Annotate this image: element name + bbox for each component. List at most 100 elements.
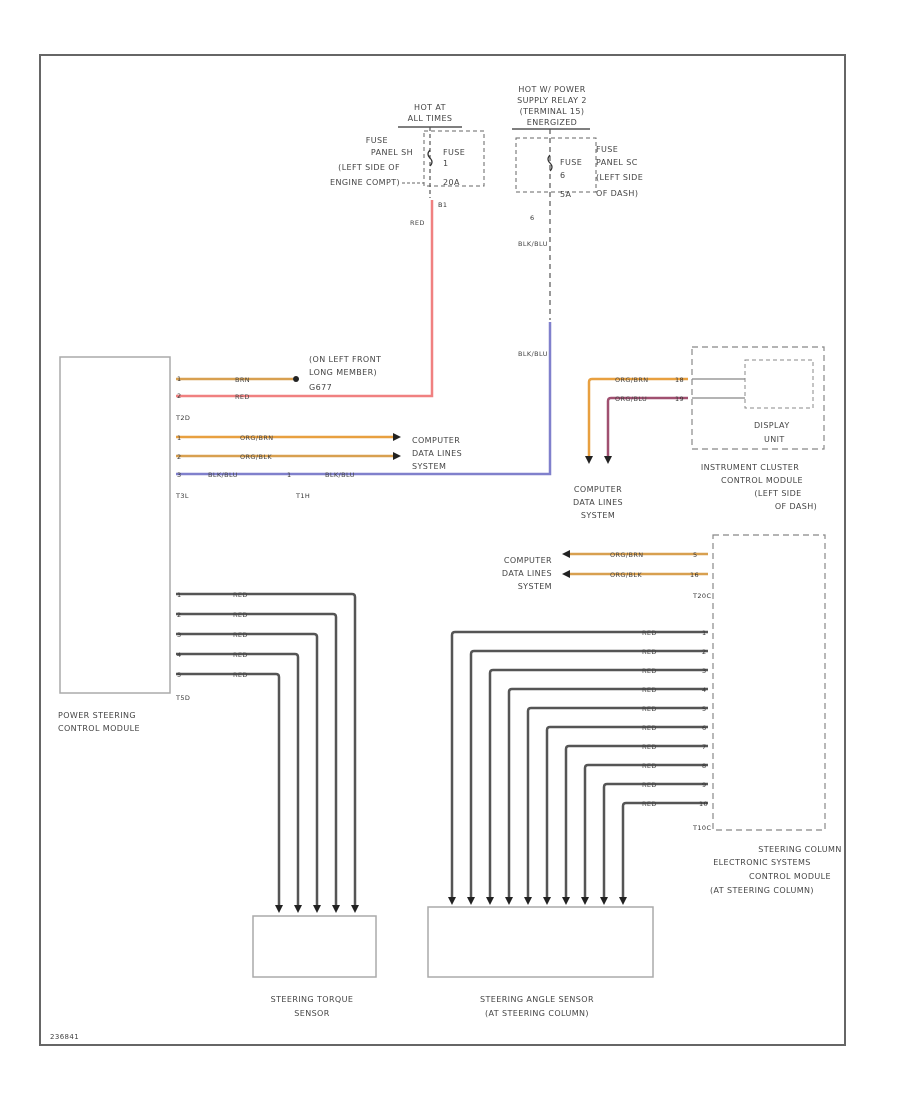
wire-label: RED [233,671,248,679]
wire-red [583,763,708,897]
sensor-name: STEERING ANGLE SENSOR [480,995,594,1004]
fuse-panel-label: ENGINE COMPT) [330,178,400,187]
pin-label: 5 [177,671,182,679]
power-feed-right: HOT W/ POWER SUPPLY RELAY 2 (TERMINAL 15… [512,85,643,358]
wire-color-label: RED [410,219,425,227]
wire-label: RED [642,667,657,675]
module-name: CONTROL MODULE [749,872,831,881]
fuse-symbol [427,149,433,167]
sensor-name: STEERING TORQUE [271,995,354,1004]
wire-label: RED [642,800,657,808]
source-label: ALL TIMES [408,114,453,123]
data-lines-label: COMPUTER [504,556,552,565]
instrument-cluster-control-module: DISPLAY UNIT INSTRUMENT CLUSTER CONTROL … [691,346,825,511]
source-label: HOT AT [414,103,446,112]
arrow [524,897,532,905]
module-name: STEERING COLUMN [758,845,841,854]
connector-label: T10C [692,824,711,832]
t5d-wires [176,592,357,905]
wire-red [450,630,708,897]
torque-sensor-arrows [275,905,359,913]
sensor-box [427,906,654,978]
arrow [562,897,570,905]
wire-label: ORG/BRN [615,376,649,384]
connector-label: T5D [175,694,190,702]
wire-red [176,652,300,905]
arrow [393,433,401,441]
fuse-panel-label: PANEL SH [371,148,413,157]
wire-label: RED [233,651,248,659]
pin-label: 6 [530,214,535,222]
arrow [562,550,570,558]
wire-label: BLK/BLU [518,350,548,358]
arrow [448,897,456,905]
t10-labels: RED RED RED RED RED RED RED RED RED RED … [642,629,708,808]
wire-label: BLK/BLU [325,471,355,479]
ground-label: LONG MEMBER) [309,368,377,377]
arrow [600,897,608,905]
wire-red [176,592,357,905]
wire-label: ORG/BLU [615,395,647,403]
diagram-code: 236841 [50,1033,79,1041]
t2d-wires: 1 2 BRN RED (ON LEFT FRONT LONG MEMBER) … [176,355,381,401]
ground-label: (ON LEFT FRONT [309,355,381,364]
pin-label: 2 [177,611,182,619]
arrow [581,897,589,905]
diagram-frame [39,54,846,1046]
fuse-box [515,137,597,193]
arrow [543,897,551,905]
fuse-panel-label: (LEFT SIDE [596,173,643,182]
splice-label: T1H [295,492,310,500]
arrow [313,905,321,913]
wire-label: RED [233,591,248,599]
data-lines-label: SYSTEM [581,511,615,520]
ground-label: G677 [309,383,332,392]
pin-label: 7 [702,743,707,751]
pin-label: 18 [675,376,684,384]
wire-red [176,200,434,398]
fuse-box [423,130,485,187]
wire-red [602,782,708,897]
wire-label: RED [642,762,657,770]
fuse-panel-label: FUSE [596,145,618,154]
arrow [467,897,475,905]
module-name: (AT STEERING COLUMN) [710,886,814,895]
wire-label: ORG/BLK [610,571,642,579]
pin-label: 5 [702,705,707,713]
arrow [486,897,494,905]
pin-label: 6 [702,724,707,732]
wire-label: ORG/BRN [610,551,644,559]
fuse-label: FUSE [560,158,582,167]
pin-label: 3 [177,631,182,639]
wire-label: BRN [235,376,250,384]
arrow [275,905,283,913]
data-lines-label: COMPUTER [412,436,460,445]
module-name: ELECTRONIC SYSTEMS [713,858,811,867]
pin-label: 9 [702,781,707,789]
t5d-labels: 1 2 3 4 5 RED RED RED RED RED [177,591,248,679]
t20c-wires: ORG/BRN ORG/BLK 5 16 COMPUTER DATA LINES… [502,550,708,591]
wire-label: RED [642,629,657,637]
module-name: POWER STEERING [58,711,136,720]
arrow [294,905,302,913]
ground-terminal [293,376,299,382]
wire-red [469,649,708,897]
wire-label: ORG/BRN [240,434,274,442]
connector-label: T20C [692,592,711,600]
wire-red [176,612,338,905]
data-lines-label: DATA LINES [412,449,462,458]
fuse-panel-label: (LEFT SIDE OF [338,163,400,172]
wire-blk-blu [176,322,552,476]
t10-wires [450,630,708,897]
module-name: INSTRUMENT CLUSTER [701,463,799,472]
fuse-amp: 5A [560,190,571,199]
fuse-panel-label: FUSE [366,136,388,145]
fuse-label: FUSE [443,148,465,157]
arrow [585,456,593,464]
wire-org-brn [587,377,688,456]
pin-label: 3 [702,667,707,675]
data-lines-label: DATA LINES [573,498,623,507]
angle-sensor-arrows [448,897,627,905]
arrow [604,456,612,464]
wire-label: RED [642,781,657,789]
